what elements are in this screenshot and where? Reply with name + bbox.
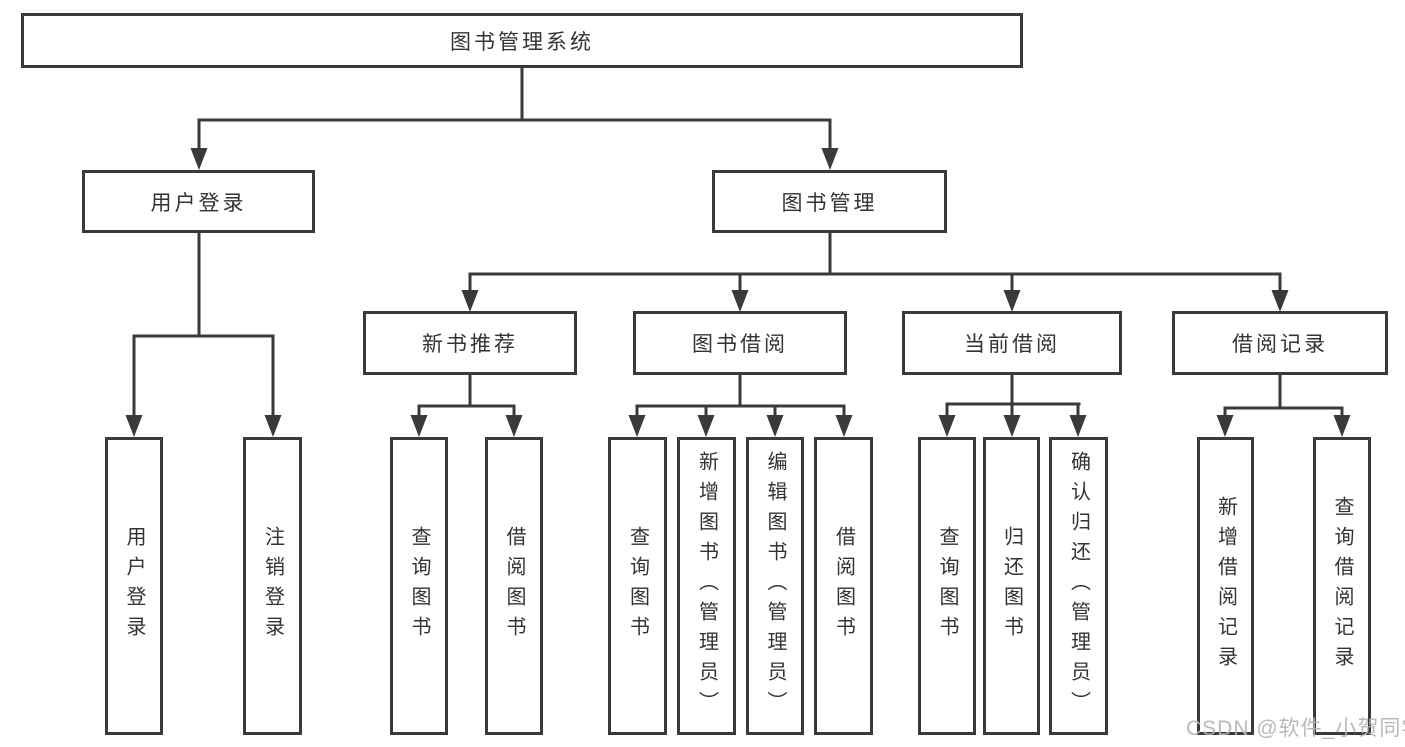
arrowhead xyxy=(505,415,523,437)
node-root-label: 图书管理系统 xyxy=(450,30,594,54)
arrowhead xyxy=(628,415,646,437)
csdn-watermark: CSDN @软件_小贺同学 xyxy=(1186,717,1405,740)
node-current-borrow-label: 当前借阅 xyxy=(964,333,1060,356)
arrowhead xyxy=(125,415,143,437)
node-borrow-records-label: 借阅记录 xyxy=(1232,333,1328,356)
arrowhead xyxy=(410,415,428,437)
node-book-borrow-label: 图书借阅 xyxy=(692,333,788,356)
leaf-br-add-record: 新增借阅记录 xyxy=(1197,437,1254,735)
node-new-book-rec: 新书推荐 xyxy=(363,311,577,375)
leaf-bb-query-book: 查询图书 xyxy=(608,437,667,735)
arrowhead xyxy=(1271,290,1289,312)
arrowhead xyxy=(1003,415,1021,437)
leaf-cb-confirm-return: 确认归还（管理员） xyxy=(1049,437,1108,735)
node-book-mgmt: 图书管理 xyxy=(712,170,947,233)
node-current-borrow: 当前借阅 xyxy=(902,311,1122,375)
arrowhead xyxy=(731,290,749,312)
node-book-borrow: 图书借阅 xyxy=(633,311,847,375)
leaf-cb-return-book: 归还图书 xyxy=(983,437,1040,735)
arrowhead xyxy=(190,148,208,170)
arrowhead xyxy=(1003,290,1021,312)
node-root: 图书管理系统 xyxy=(21,13,1023,68)
leaf-rec-query-book: 查询图书 xyxy=(390,437,448,735)
arrowhead xyxy=(1216,415,1234,437)
arrowhead xyxy=(697,415,715,437)
leaf-cb-query-book: 查询图书 xyxy=(918,437,976,735)
leaf-bb-add-book: 新增图书（管理员） xyxy=(677,437,736,735)
node-user-login: 用户登录 xyxy=(82,170,315,233)
node-new-book-rec-label: 新书推荐 xyxy=(422,333,518,356)
node-borrow-records: 借阅记录 xyxy=(1172,311,1388,375)
node-book-mgmt-label: 图书管理 xyxy=(781,191,878,215)
leaf-rec-borrow-book: 借阅图书 xyxy=(485,437,543,735)
arrowhead xyxy=(938,415,956,437)
arrowhead xyxy=(264,415,282,437)
leaf-bb-borrow-book: 借阅图书 xyxy=(814,437,873,735)
arrowhead xyxy=(461,290,479,312)
leaf-user-login: 用户登录 xyxy=(105,437,163,735)
arrowhead xyxy=(835,415,853,437)
arrowhead xyxy=(1069,415,1087,437)
leaf-br-query-record: 查询借阅记录 xyxy=(1313,437,1371,735)
arrowhead xyxy=(821,148,839,170)
leaf-bb-edit-book: 编辑图书（管理员） xyxy=(746,437,804,735)
node-user-login-label: 用户登录 xyxy=(150,191,247,215)
arrowhead xyxy=(766,415,784,437)
arrowhead xyxy=(1333,415,1351,437)
leaf-logout: 注销登录 xyxy=(243,437,302,735)
